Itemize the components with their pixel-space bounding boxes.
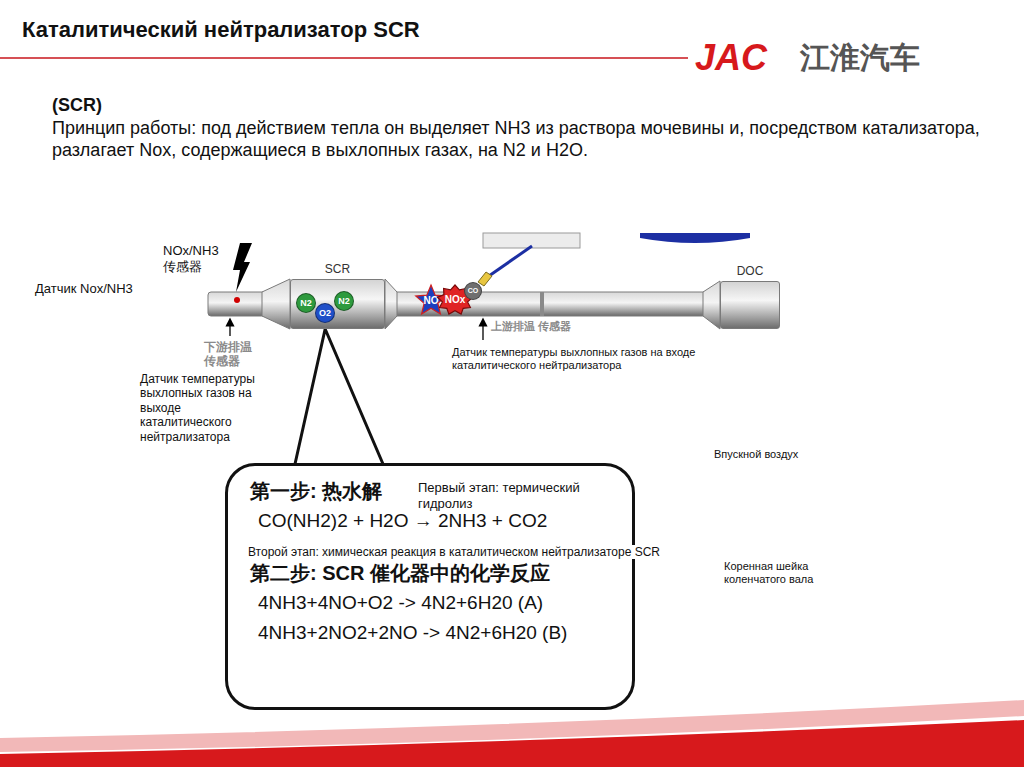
callout-pointer: [295, 329, 383, 464]
node-label: N2: [338, 296, 350, 306]
part-label: Коренная шейка коленчатого вала: [724, 560, 844, 586]
part-label: Впускной воздух: [714, 448, 798, 461]
footer-swoosh: [0, 720, 1024, 767]
doc-catalyst: DOC: [720, 281, 780, 329]
dosing-injector: [478, 272, 492, 286]
callout-text: CO(NH2)2 + H2O → 2NH3 + CO2: [258, 510, 547, 532]
leader-arrow: [229, 322, 230, 336]
sensor-label-ru: Датчик температуры выхлопных газов на вы…: [140, 372, 258, 444]
node-label: NO: [424, 295, 439, 307]
sensor-label: 下游排温 传感器: [204, 340, 258, 369]
node-label: SCR: [291, 263, 384, 277]
header-rule: [0, 57, 688, 59]
step-label-ru: Первый этап: термический гидролиз: [416, 480, 620, 511]
node-label: DOC: [721, 265, 779, 279]
sensor-bolt: [233, 243, 252, 292]
sensor-label: NOx/NH3 传感器: [163, 243, 225, 274]
molecule: N2: [296, 293, 316, 313]
molecule: N2: [334, 291, 354, 311]
logo-mark: JAC: [695, 36, 767, 79]
sensor-dot: [234, 297, 240, 303]
callout-text: 4NH3+4NO+O2 -> 4N2+6H20 (A): [258, 592, 543, 614]
scr-catalyst: SCRN2O2N2: [290, 279, 385, 329]
callout-text: 4NH3+2NO2+2NO -> 4N2+6H20 (B): [258, 622, 567, 644]
section-heading: (SCR): [52, 95, 102, 117]
dosing-line: [486, 246, 532, 278]
sensor-label-ru: Датчик температуры выхлопных газов на вх…: [452, 346, 722, 372]
description-text: Принцип работы: под действием тепла он в…: [52, 118, 997, 161]
sensor-label-ru: Датчик Nox/NH3: [35, 281, 133, 297]
callout-text: 第一步: 热水解: [250, 480, 382, 503]
node-label: NOx: [445, 294, 466, 306]
scr-outlet-cone: [385, 279, 397, 329]
pipe-joint: [540, 292, 544, 316]
node-label: N2: [300, 298, 312, 308]
leader-arrow: [482, 322, 483, 340]
co-molecule: CO: [464, 282, 482, 300]
slide-title: Каталитический нейтрализатор SCR: [22, 17, 420, 43]
node-label: O2: [319, 308, 331, 318]
molecule: O2: [315, 303, 335, 323]
sensor-label: 上游排温 传感器: [491, 320, 571, 333]
node-label: CO: [468, 287, 479, 295]
logo-text: 江淮汽车: [800, 40, 920, 76]
blue-part-edge: [640, 233, 750, 243]
callout-text: 第二步: SCR 催化器中的化学反应: [250, 562, 550, 585]
doc-cone: [703, 281, 720, 329]
scr-inlet-cone: [262, 279, 290, 329]
step-label-ru: Второй этап: химическая реакция в катали…: [246, 545, 662, 559]
